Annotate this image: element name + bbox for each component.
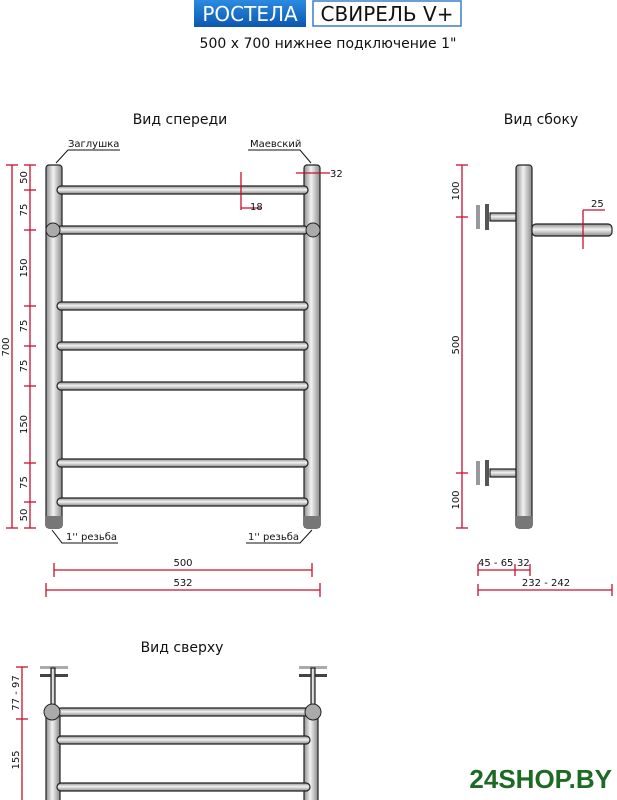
front-view: Вид спереди Заглушка Маевский 1'' резьба…: [1, 112, 343, 597]
front-bar: [56, 341, 309, 351]
bar-joint: [305, 222, 321, 238]
dim-step-label: 75: [19, 204, 30, 217]
bracket-stem-bottom: [489, 468, 517, 478]
model-name: СВИРЕЛЬ V+: [321, 2, 454, 26]
front-bar: [56, 497, 309, 507]
front-bar: [56, 185, 309, 195]
bracket-flange-bottom: [485, 460, 489, 486]
bracket-stem-top: [489, 212, 517, 222]
front-bar: [56, 381, 309, 391]
top-joint: [43, 703, 61, 721]
bracket-flange-top: [485, 204, 489, 230]
top-view-title: Вид сверху: [141, 640, 224, 656]
thread-left-label: 1'' резьба: [66, 532, 117, 543]
dim-pipe: 32: [330, 169, 343, 180]
stem-left: [50, 667, 56, 709]
watermark-logo: 24SHOP.BY: [469, 764, 612, 794]
plug-leader: [55, 149, 120, 164]
dim-step-label: 50: [19, 171, 30, 184]
top-bar: [56, 782, 311, 792]
left-thread: [46, 516, 62, 528]
side-thread: [516, 516, 532, 528]
dim-width-total: 532: [173, 578, 192, 589]
bar-joint: [45, 222, 61, 238]
thread-left-leader: [51, 529, 118, 544]
brand-box: [194, 0, 306, 27]
right-thread: [304, 516, 320, 528]
dim-wall-gap: 45 - 65: [478, 558, 513, 569]
dim-step-label: 150: [19, 258, 30, 277]
top-bar: [56, 707, 311, 717]
dim-side-pipe: 32: [517, 558, 530, 569]
top-bar: [56, 735, 311, 745]
top-joint: [304, 703, 322, 721]
dim-width-axis: 500: [173, 558, 192, 569]
wall-plate-top: [476, 205, 480, 229]
stem-right: [310, 667, 316, 709]
dim-side-bottom: 100: [451, 490, 462, 509]
side-bar: [531, 223, 613, 237]
dim-step-label: 75: [19, 476, 30, 489]
valve-leader: [248, 149, 312, 164]
dim-side-bar: 25: [591, 199, 604, 210]
front-bar: [56, 301, 309, 311]
dim-top-depth: 155: [11, 750, 22, 769]
dim-depth: 232 - 242: [522, 578, 570, 589]
dim-step-label: 75: [19, 360, 30, 373]
wall-plate-bottom: [476, 461, 480, 485]
front-bar: [56, 225, 309, 235]
dim-side-top: 100: [451, 181, 462, 200]
dim-total-height: 700: [1, 337, 12, 356]
side-view: Вид сбоку 100 500 100 25 45 - 65 32 232 …: [451, 112, 613, 596]
subtitle: 500 х 700 нижнее подключение 1": [200, 36, 457, 52]
header: РОСТЕЛА СВИРЕЛЬ V+ 500 х 700 нижнее подк…: [194, 0, 462, 52]
top-view: Вид сверху 77 - 97 155: [11, 640, 327, 800]
side-view-title: Вид сбоку: [504, 112, 578, 128]
side-pipe: [515, 164, 533, 529]
brand-name: РОСТЕЛА: [202, 2, 298, 26]
front-bar: [56, 458, 309, 468]
thread-right-leader: [246, 529, 313, 544]
valve-label: Маевский: [250, 139, 301, 150]
dim-step-label: 150: [19, 415, 30, 434]
dim-side-middle: 500: [451, 335, 462, 354]
dim-step-label: 75: [19, 320, 30, 333]
model-box: [312, 0, 462, 27]
thread-right-label: 1'' резьба: [248, 532, 299, 543]
plug-label: Заглушка: [68, 139, 119, 150]
dim-bar: 18: [250, 202, 263, 213]
dim-top-wall: 77 - 97: [11, 675, 22, 710]
dim-step-label: 50: [19, 509, 30, 522]
front-view-title: Вид спереди: [133, 112, 228, 128]
